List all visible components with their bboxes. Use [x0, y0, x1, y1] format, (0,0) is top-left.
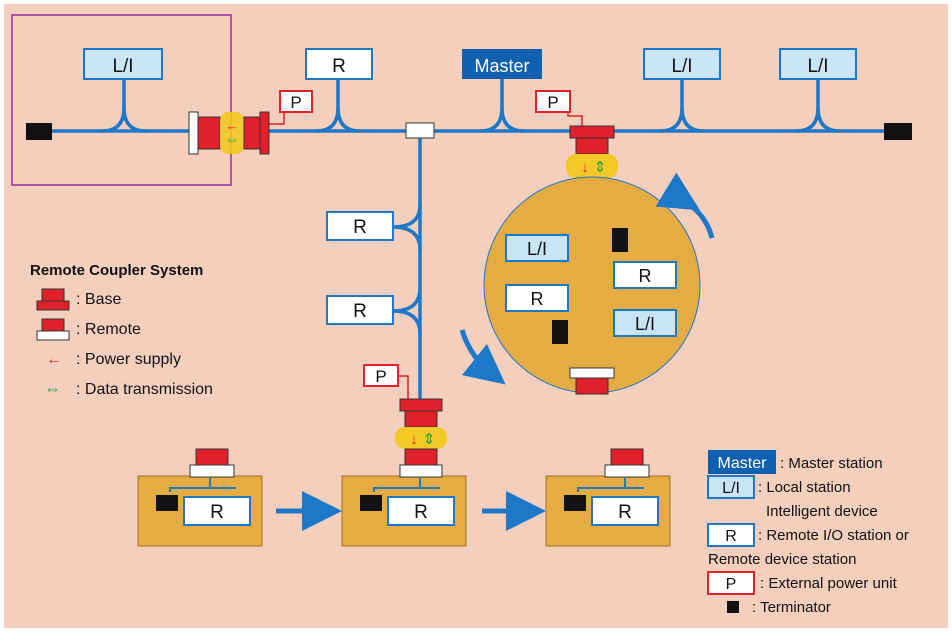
circle-terminator-bottom [552, 320, 568, 344]
board-1: R [137, 448, 263, 547]
legend-power-tag: P [726, 576, 737, 593]
power-unit-label: P [290, 93, 301, 112]
terminator-icon [727, 601, 739, 613]
legend-right: Master : Master station L/I : Local stat… [707, 450, 909, 616]
svg-text:↓: ↓ [581, 159, 589, 176]
remote-station-top: R [305, 48, 373, 80]
legend-data-transmission: : Data transmission [76, 381, 213, 398]
branch-remote-station-1: R [326, 211, 394, 241]
svg-text:R: R [210, 502, 224, 523]
base-icon [41, 288, 65, 302]
legend-remote-tag: R [725, 528, 737, 545]
svg-text:L/I: L/I [527, 239, 547, 259]
board-2: R [341, 464, 467, 547]
branch-remote-station-2: R [326, 295, 394, 325]
rotation-arrow-left [459, 329, 506, 385]
legend-base: : Base [76, 291, 121, 308]
legend-local-line2: Intelligent device [766, 503, 878, 520]
local-station-top-left: L/I [83, 48, 163, 80]
data-arrow-glyph: ⇔ [225, 131, 239, 147]
power-unit-master-side: P [535, 90, 583, 126]
circle-remote-station-1: R [505, 284, 569, 312]
local-station-right-1: L/I [643, 48, 721, 80]
branch-junction [405, 122, 435, 139]
legend-terminator-label: : Terminator [752, 599, 831, 616]
local-station-label: L/I [112, 56, 133, 77]
svg-text:⇕: ⇕ [423, 431, 436, 448]
legend-remote-line2: Remote device station [708, 551, 856, 568]
svg-text:R: R [414, 502, 428, 523]
svg-text:P: P [375, 367, 386, 386]
master-station: Master [462, 49, 542, 79]
board-3: R [545, 448, 671, 547]
legend-remote: : Remote [76, 321, 141, 338]
separated-segment-frame [11, 14, 232, 186]
legend-power-label: : External power unit [760, 575, 898, 592]
remote-icon [41, 318, 65, 332]
data-transmission-arrow-icon: ⇔ [44, 379, 61, 398]
circle-local-station-1: L/I [505, 234, 569, 262]
svg-text:R: R [618, 502, 632, 523]
legend-power-supply: : Power supply [76, 351, 181, 368]
svg-text:R: R [353, 217, 367, 238]
circle-terminator-top [612, 228, 628, 252]
legend-local-line1: : Local station [758, 479, 851, 496]
svg-text:R: R [639, 266, 652, 286]
legend-title: Remote Coupler System [30, 262, 203, 279]
svg-text:⇕: ⇕ [594, 159, 607, 176]
svg-text:R: R [531, 289, 544, 309]
coupler-vertical-bottom: ↓ ⇕ [395, 398, 447, 466]
power-arrow-glyph: ← [226, 118, 239, 133]
legend-left: Remote Coupler System : Base : Remote ← … [30, 262, 213, 398]
remote-station-label: R [332, 56, 346, 77]
legend-local-tag: L/I [722, 480, 740, 497]
coupler-horizontal: ← ⇔ [188, 111, 270, 155]
legend-master-label: : Master station [780, 455, 883, 472]
power-unit-label: P [547, 93, 558, 112]
local-station-label: L/I [671, 56, 692, 77]
svg-text:R: R [353, 301, 367, 322]
svg-text:L/I: L/I [635, 314, 655, 334]
circle-local-station-2: L/I [613, 309, 677, 337]
power-unit-top-left: P [266, 90, 313, 125]
circle-coupler-bottom [569, 367, 615, 395]
power-supply-arrow-icon: ← [46, 351, 62, 368]
svg-text:↓: ↓ [410, 431, 418, 448]
master-station-label: Master [474, 56, 529, 76]
terminator-left [26, 123, 52, 140]
local-station-label: L/I [807, 56, 828, 77]
legend-remote-line1: : Remote I/O station or [758, 527, 909, 544]
terminator-right [884, 123, 912, 140]
circle-remote-station-2: R [613, 261, 677, 289]
power-unit-branch: P [363, 364, 409, 400]
rotation-arrow-right [655, 172, 715, 239]
local-station-right-2: L/I [779, 48, 857, 80]
legend-master-tag: Master [718, 455, 768, 472]
